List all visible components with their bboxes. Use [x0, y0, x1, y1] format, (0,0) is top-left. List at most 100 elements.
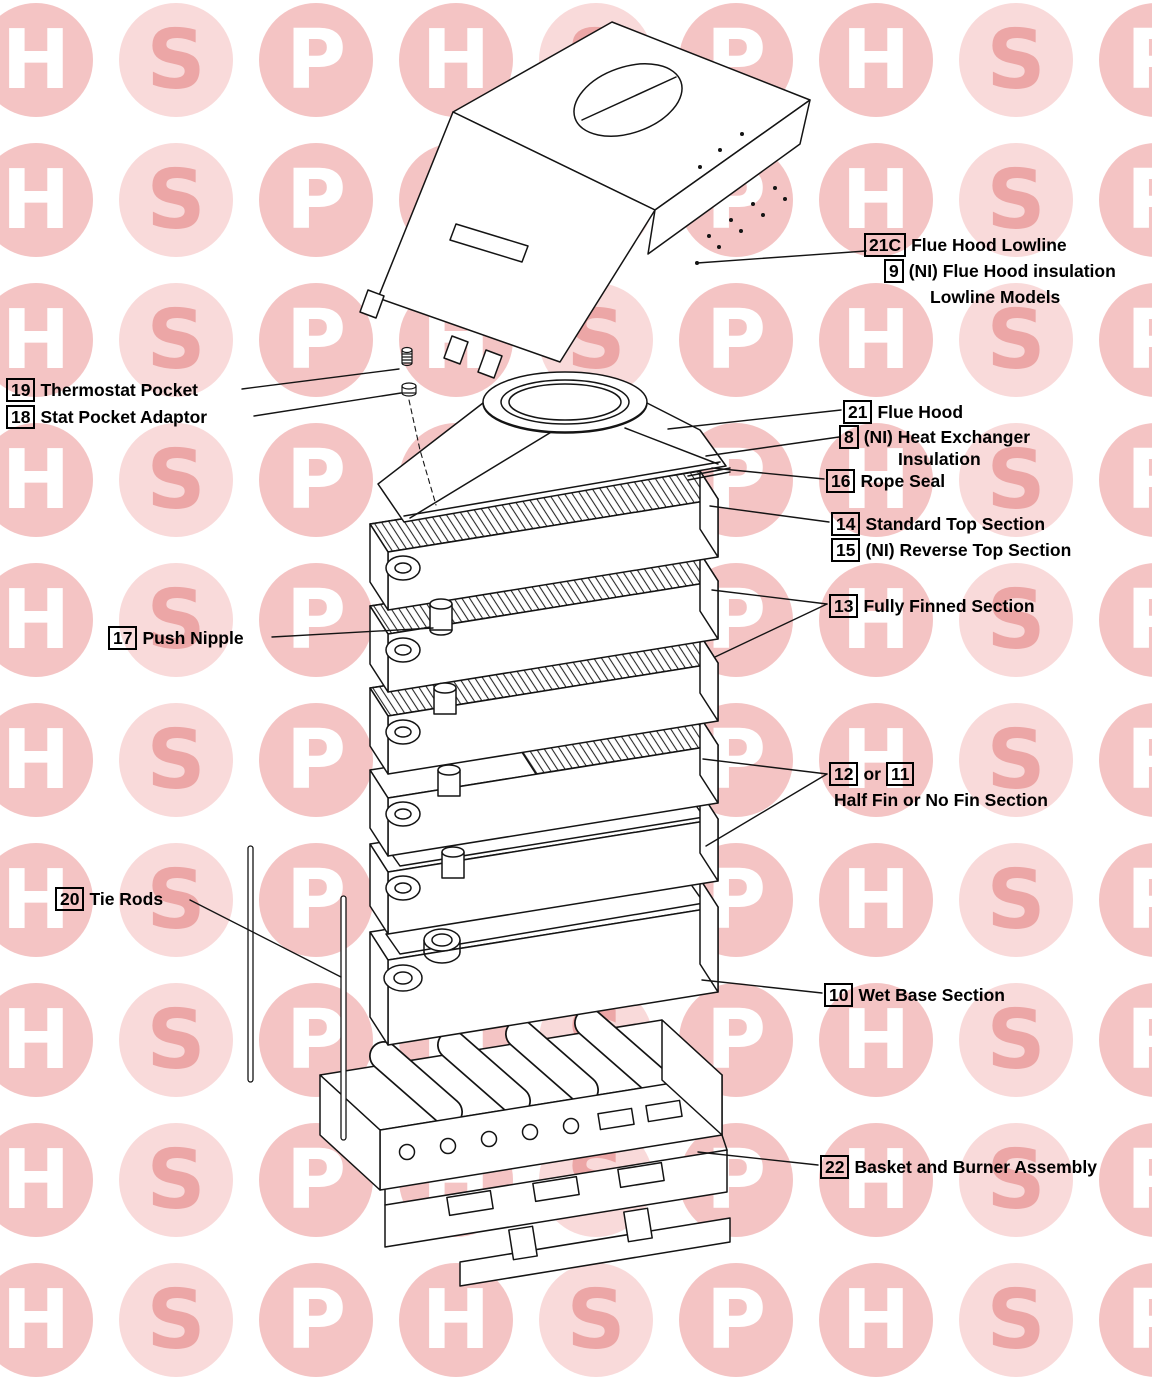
watermark-circle: S	[959, 423, 1073, 537]
callout-text: Tie Rods	[89, 889, 164, 909]
flue-hood-part	[377, 371, 727, 523]
watermark-circle: H	[819, 703, 933, 817]
part-number-box: 16	[826, 469, 856, 493]
part-number-box: 17	[108, 626, 138, 650]
watermark-circle: S	[119, 563, 233, 677]
callout-insulation-line2: Insulation	[898, 447, 981, 471]
rivet-dots	[695, 132, 787, 265]
part-number-box: 11	[885, 762, 915, 786]
watermark-circle: H	[819, 1263, 933, 1377]
callout-half-fin-text: Half Fin or No Fin Section	[834, 788, 1048, 812]
watermark-circle: P	[679, 1263, 793, 1377]
callout-flue-hood: 21 Flue Hood	[843, 400, 963, 424]
watermark-circle: S	[959, 1263, 1073, 1377]
watermark-circle: S	[959, 563, 1073, 677]
watermark-circle: S	[959, 283, 1073, 397]
watermark-circle: P	[259, 563, 373, 677]
push-nipples	[429, 598, 465, 879]
callout-text: (NI) Reverse Top Section	[865, 540, 1072, 560]
callout-lowline-models: Lowline Models	[930, 285, 1060, 309]
watermark-circle: P	[259, 843, 373, 957]
callout-text: Push Nipple	[142, 628, 244, 648]
watermark-circle: P	[1099, 563, 1152, 677]
basket-and-burner-assembly	[319, 1008, 731, 1287]
callout-push-nipple: 17 Push Nipple	[108, 626, 244, 650]
callout-flue-hood-insulation: 9 (NI) Flue Hood insulation	[884, 259, 1116, 283]
watermark-circle: P	[259, 1123, 373, 1237]
part-number-box: 12	[829, 762, 859, 786]
watermark-circle: H	[0, 1263, 93, 1377]
watermark-circle: H	[0, 3, 93, 117]
part-number-box: 22	[820, 1155, 850, 1179]
watermark-circle: S	[959, 843, 1073, 957]
callout-standard-top-section: 14 Standard Top Section	[831, 512, 1045, 536]
watermark-circle: H	[819, 983, 933, 1097]
watermark-circle: H	[819, 563, 933, 677]
callout-text: (NI) Flue Hood insulation	[908, 261, 1116, 281]
part-number-box: 19	[6, 378, 36, 402]
callout-text: Rope Seal	[860, 471, 946, 491]
watermark-circle: H	[819, 423, 933, 537]
watermark-circle: H	[399, 3, 513, 117]
wet-base-section	[369, 878, 719, 1046]
watermark-circle: H	[0, 843, 93, 957]
callout-rope-seal: 16 Rope Seal	[826, 469, 945, 493]
watermark-circle: H	[819, 3, 933, 117]
burner-tubes	[369, 1008, 668, 1127]
callout-heat-exchanger-insulation: 8 (NI) Heat Exchanger	[839, 425, 1030, 449]
watermark-circle: H	[819, 1123, 933, 1237]
part-number-box: 10	[824, 983, 854, 1007]
watermark-circle: H	[0, 703, 93, 817]
part-number-box: 8	[839, 425, 859, 449]
flue-hood-lowline-part	[359, 21, 811, 379]
part-number-box: 15	[831, 538, 861, 562]
callout-text: or	[863, 764, 881, 784]
watermark-circle: P	[259, 423, 373, 537]
callout-text: Thermostat Pocket	[40, 380, 199, 400]
watermark-circle: S	[959, 703, 1073, 817]
watermark-circle: S	[959, 143, 1073, 257]
stat-pocket-adaptor-part	[401, 382, 417, 397]
callout-text: Lowline Models	[930, 287, 1061, 307]
callout-text: Basket and Burner Assembly	[854, 1157, 1097, 1177]
watermark-circle: H	[0, 1123, 93, 1237]
tie-rods-part	[247, 845, 347, 1141]
watermark-circle: S	[959, 3, 1073, 117]
callout-basket-burner-assembly: 22 Basket and Burner Assembly	[820, 1155, 1097, 1179]
callout-thermostat-pocket: 19 Thermostat Pocket	[6, 378, 198, 402]
callout-fully-finned-section: 13 Fully Finned Section	[829, 594, 1035, 618]
callout-text: Standard Top Section	[865, 514, 1046, 534]
watermark-circle: S	[119, 423, 233, 537]
callout-text: Insulation	[898, 449, 981, 469]
callout-text: Flue Hood	[877, 402, 964, 422]
watermark-circle: S	[959, 983, 1073, 1097]
watermark-circle: H	[0, 983, 93, 1097]
part-number-box: 13	[829, 594, 859, 618]
watermark-circle: H	[0, 563, 93, 677]
watermark-circle: P	[259, 1263, 373, 1377]
watermark-circle: S	[119, 703, 233, 817]
watermark-circle: H	[399, 1263, 513, 1377]
watermark-circle: P	[259, 143, 373, 257]
watermark-circle: S	[959, 1123, 1073, 1237]
thermostat-pocket-part	[401, 346, 413, 367]
callout-stat-pocket-adaptor: 18 Stat Pocket Adaptor	[6, 405, 207, 429]
watermark-circle: H	[819, 843, 933, 957]
standard-top-section	[369, 467, 731, 611]
watermark-circle: H	[0, 423, 93, 537]
watermark-circle: H	[819, 143, 933, 257]
watermark-circle: P	[259, 283, 373, 397]
callout-reverse-top-section: 15 (NI) Reverse Top Section	[831, 538, 1071, 562]
watermark-circle: S	[119, 983, 233, 1097]
watermark-circle: S	[539, 1263, 653, 1377]
callout-half-fin-numbers: 12 or 11	[829, 762, 915, 786]
callout-text: Stat Pocket Adaptor	[40, 407, 208, 427]
part-number-box: 9	[884, 259, 904, 283]
leader-lines	[189, 250, 867, 1166]
callout-text: Half Fin or No Fin Section	[834, 790, 1048, 810]
callout-text: Fully Finned Section	[863, 596, 1035, 616]
part-number-box: 18	[6, 405, 36, 429]
watermark-circle: H	[0, 143, 93, 257]
watermark-circle: P	[1099, 423, 1152, 537]
